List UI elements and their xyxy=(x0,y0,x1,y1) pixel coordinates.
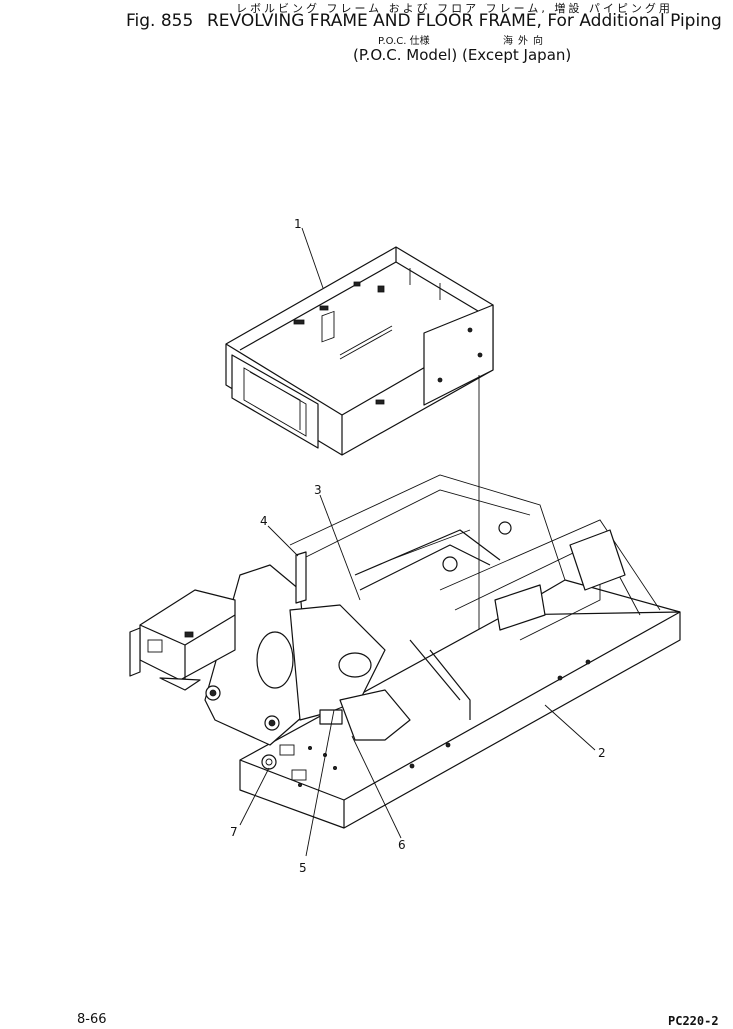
page-number: 8-66 xyxy=(77,1012,107,1027)
leader-lines xyxy=(239,227,596,857)
poc-japanese-label: P.O.C. 仕様 xyxy=(378,36,430,47)
side-box xyxy=(129,589,236,691)
callout-2: 2 xyxy=(598,746,606,760)
callout-1: 1 xyxy=(294,217,302,231)
revolving-frame xyxy=(239,474,681,829)
floor-frame-box xyxy=(225,246,494,456)
figure-label: Fig. 855 xyxy=(126,11,194,31)
model-code: PC220-2 xyxy=(668,1014,719,1028)
callout-7: 7 xyxy=(230,825,238,839)
japanese-title: レボルビング フレーム および フロア フレーム, 増設 パイピング用 xyxy=(236,2,673,15)
callout-6: 6 xyxy=(398,838,406,852)
except-japan-japanese-label: 海外向 xyxy=(503,36,548,47)
callout-5: 5 xyxy=(299,861,307,875)
figure-title: REVOLVING FRAME AND FLOOR FRAME, For Add… xyxy=(207,11,722,31)
callout-4: 4 xyxy=(260,514,268,528)
callout-3: 3 xyxy=(314,483,322,497)
figure-subtitle: (P.O.C. Model) (Except Japan) xyxy=(353,46,572,64)
